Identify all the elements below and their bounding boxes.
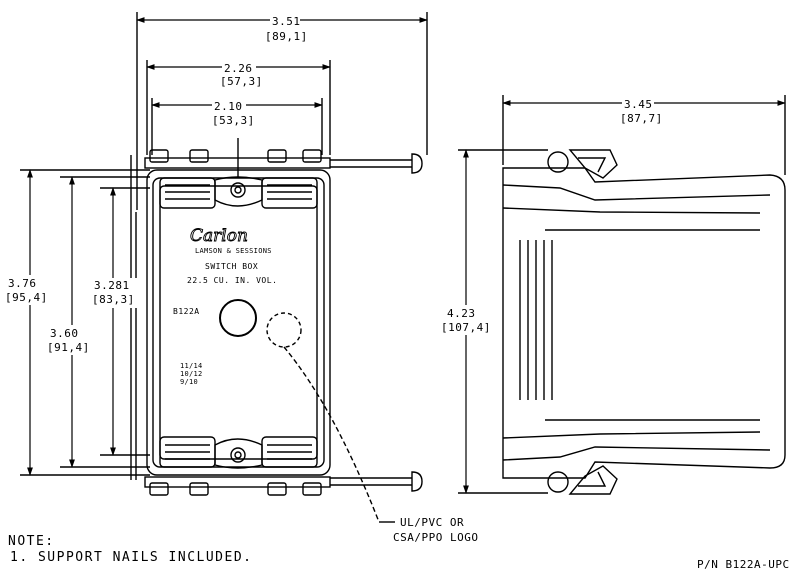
dim-side-width-mm: [87,7]	[620, 112, 663, 125]
note-item-1: 1. SUPPORT NAILS INCLUDED.	[10, 550, 253, 565]
part-number: P/N B122A-UPC	[697, 558, 790, 571]
dim-left-outer-inch: 3.76	[8, 277, 37, 290]
box-part: B122A	[173, 307, 200, 316]
dim-left-outer-mm: [95,4]	[5, 291, 48, 304]
dim-top-overall-inch: 3.51	[272, 15, 301, 28]
dim-left-mid-inch: 3.60	[50, 327, 79, 340]
dim-left-mid-mm: [91,4]	[47, 341, 90, 354]
box-volume: 22.5 CU. IN. VOL.	[187, 276, 277, 285]
dim-side-width-inch: 3.45	[624, 98, 653, 111]
dim-top-mid-inch: 2.26	[224, 62, 253, 75]
note-heading: NOTE:	[8, 534, 55, 549]
dim-top-inner-inch: 2.10	[214, 100, 243, 113]
side-view	[458, 95, 786, 495]
box-type: SWITCH BOX	[205, 262, 258, 271]
logo-callout-line2: CSA/PPO LOGO	[393, 531, 478, 544]
box-wire-size-1: 11/14	[180, 362, 203, 370]
box-wire-size-2: 10/12	[180, 370, 203, 378]
box-brand: Carlon	[190, 226, 248, 246]
dim-side-height-inch: 4.23	[447, 307, 476, 320]
dim-top-overall-mm: [89,1]	[265, 30, 308, 43]
logo-callout-line1: UL/PVC OR	[400, 516, 464, 529]
box-maker: LAMSON & SESSIONS	[195, 247, 272, 255]
box-wire-size-3: 9/10	[180, 378, 198, 386]
dim-left-inner-inch: 3.281	[94, 279, 130, 292]
dim-side-height-mm: [107,4]	[441, 321, 491, 334]
dim-left-inner-mm: [83,3]	[92, 293, 135, 306]
dim-top-mid-mm: [57,3]	[220, 75, 263, 88]
dim-top-inner-mm: [53,3]	[212, 114, 255, 127]
